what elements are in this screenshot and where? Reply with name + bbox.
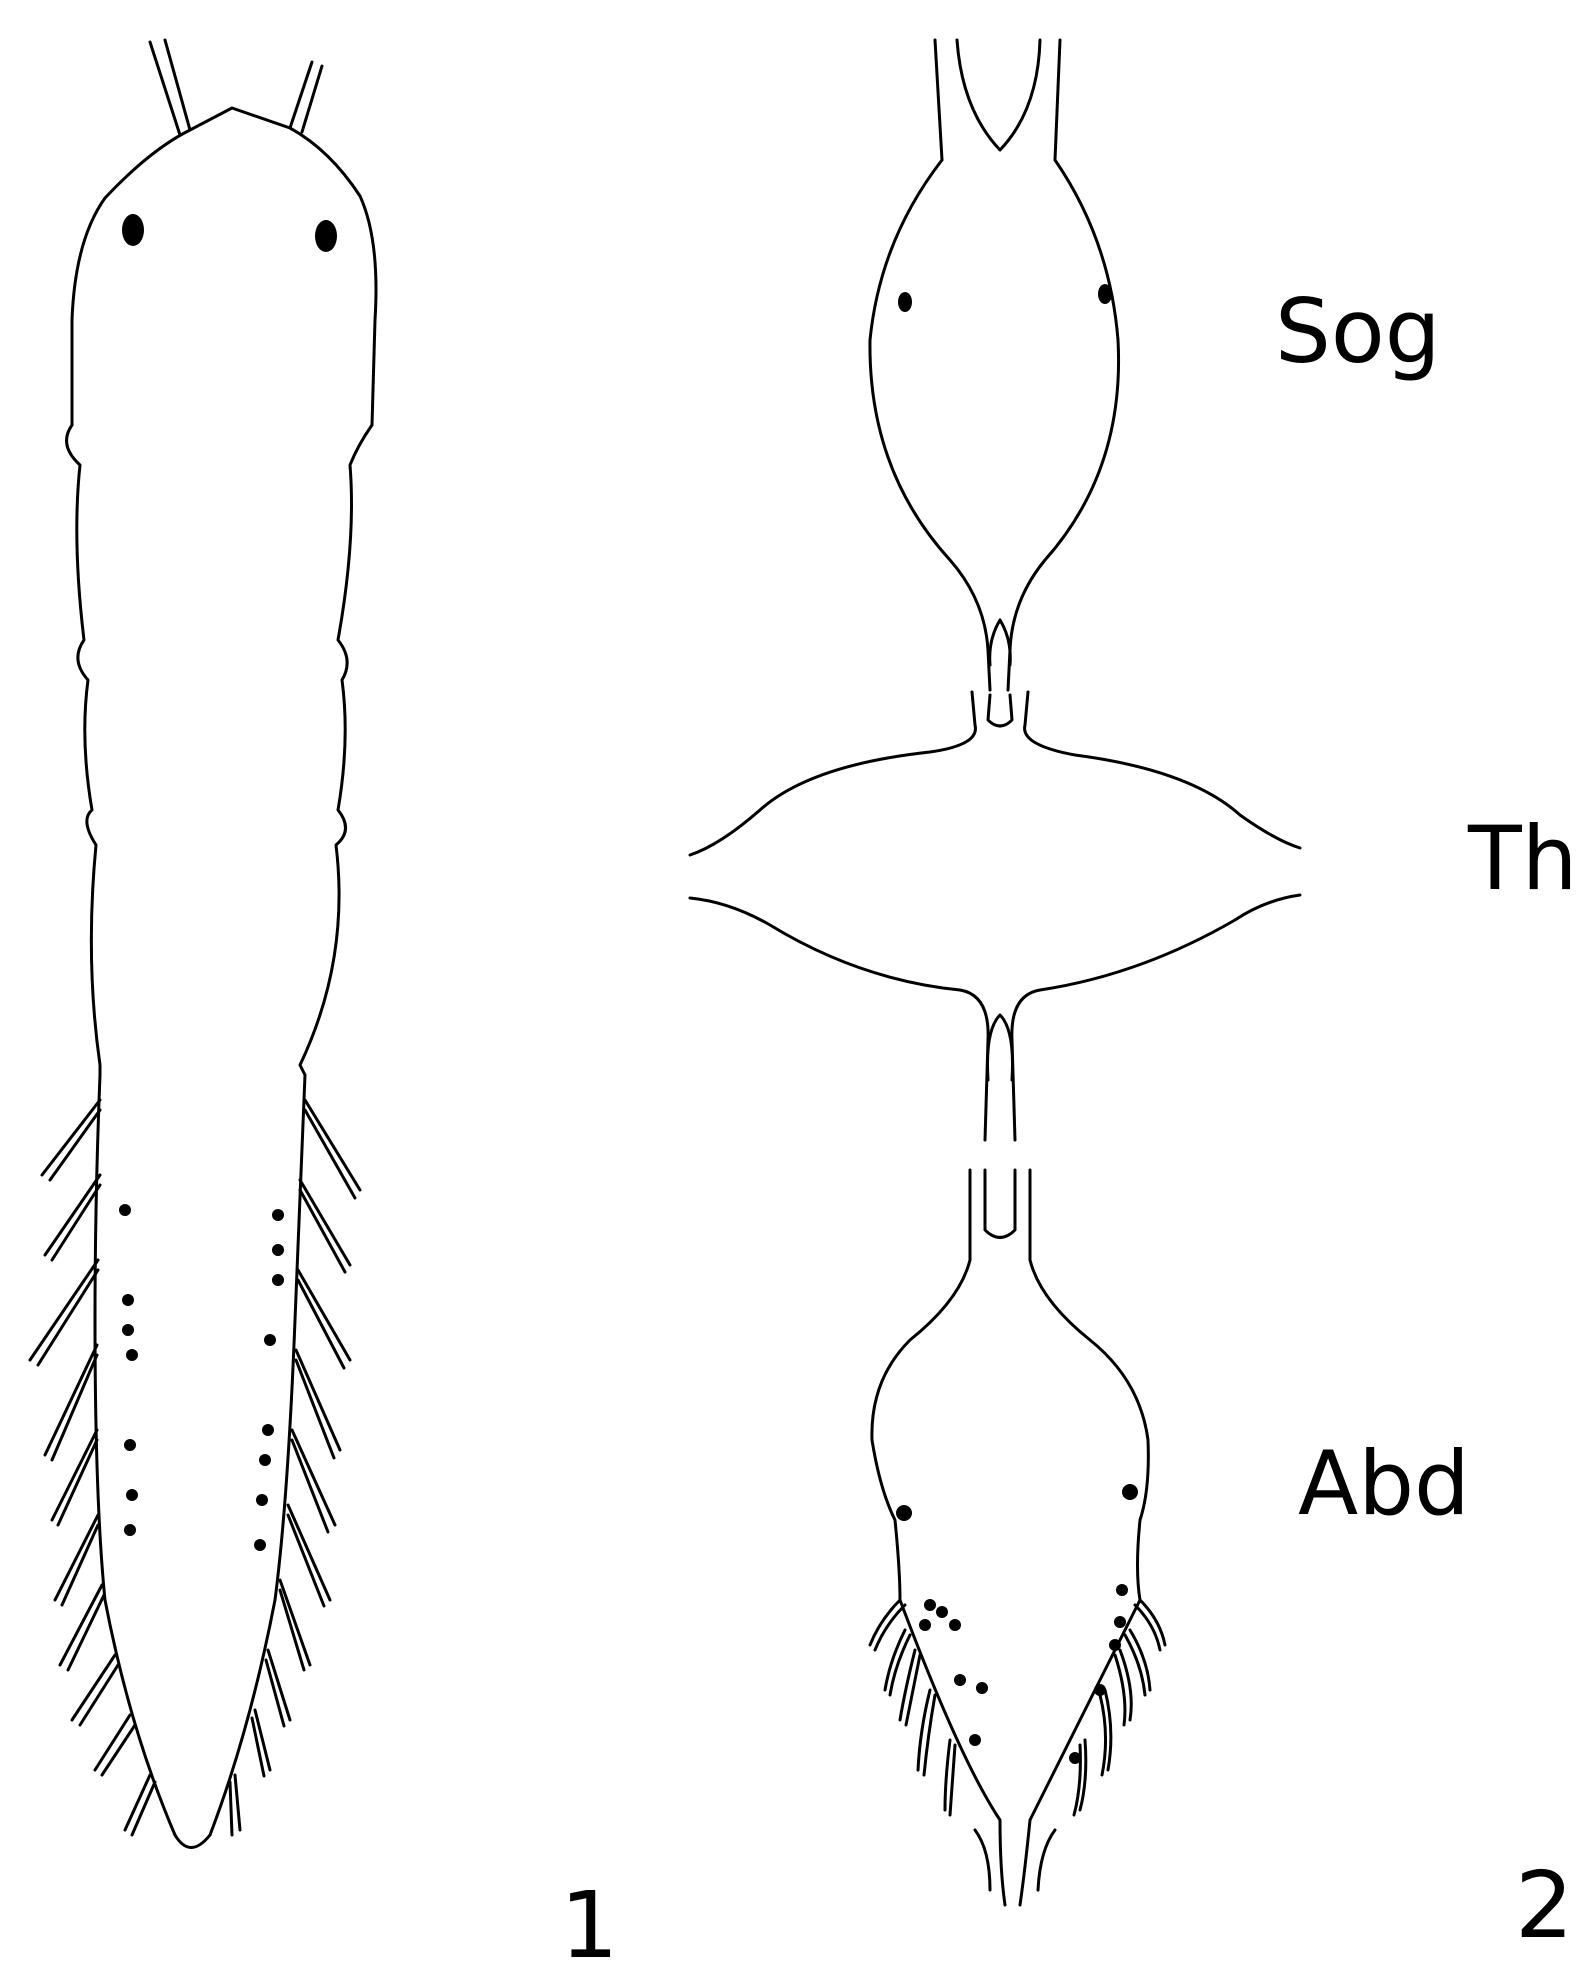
body-dots bbox=[119, 1204, 284, 1551]
abdomen-left-edge bbox=[95, 1075, 175, 1835]
abd-dots bbox=[919, 1584, 1128, 1764]
abd-right-spot bbox=[1122, 1484, 1138, 1500]
body-left-outline bbox=[67, 425, 100, 1075]
sog-th-connective bbox=[972, 620, 1028, 726]
th-label: Th bbox=[1468, 815, 1578, 903]
th-abd-connective bbox=[970, 1015, 1030, 1260]
sog-left-spot bbox=[898, 292, 912, 312]
right-antenna bbox=[290, 62, 322, 132]
larva-figure-1 bbox=[30, 40, 376, 1848]
head-capsule bbox=[72, 108, 376, 425]
nerve-cord-figure-2 bbox=[690, 40, 1300, 1905]
left-eye bbox=[122, 214, 144, 246]
left-setae bbox=[30, 1100, 155, 1835]
figure-2-number: 2 bbox=[1515, 1860, 1574, 1952]
left-antenna bbox=[150, 40, 190, 135]
sog-right-spot bbox=[1098, 284, 1112, 304]
abdomen-tip bbox=[175, 1835, 210, 1848]
abd-label: Abd bbox=[1298, 1440, 1470, 1528]
body-right-outline bbox=[300, 425, 372, 1075]
sog-ganglion bbox=[870, 160, 1119, 650]
sog-label: Sog bbox=[1275, 288, 1441, 376]
abd-ganglion bbox=[872, 1260, 1148, 1600]
abd-left-spot bbox=[896, 1505, 912, 1521]
figure-1-number: 1 bbox=[560, 1880, 619, 1972]
right-setae bbox=[230, 1100, 360, 1835]
top-connectives bbox=[935, 40, 1060, 160]
right-eye bbox=[315, 220, 337, 252]
th-ganglion bbox=[690, 725, 1300, 1040]
